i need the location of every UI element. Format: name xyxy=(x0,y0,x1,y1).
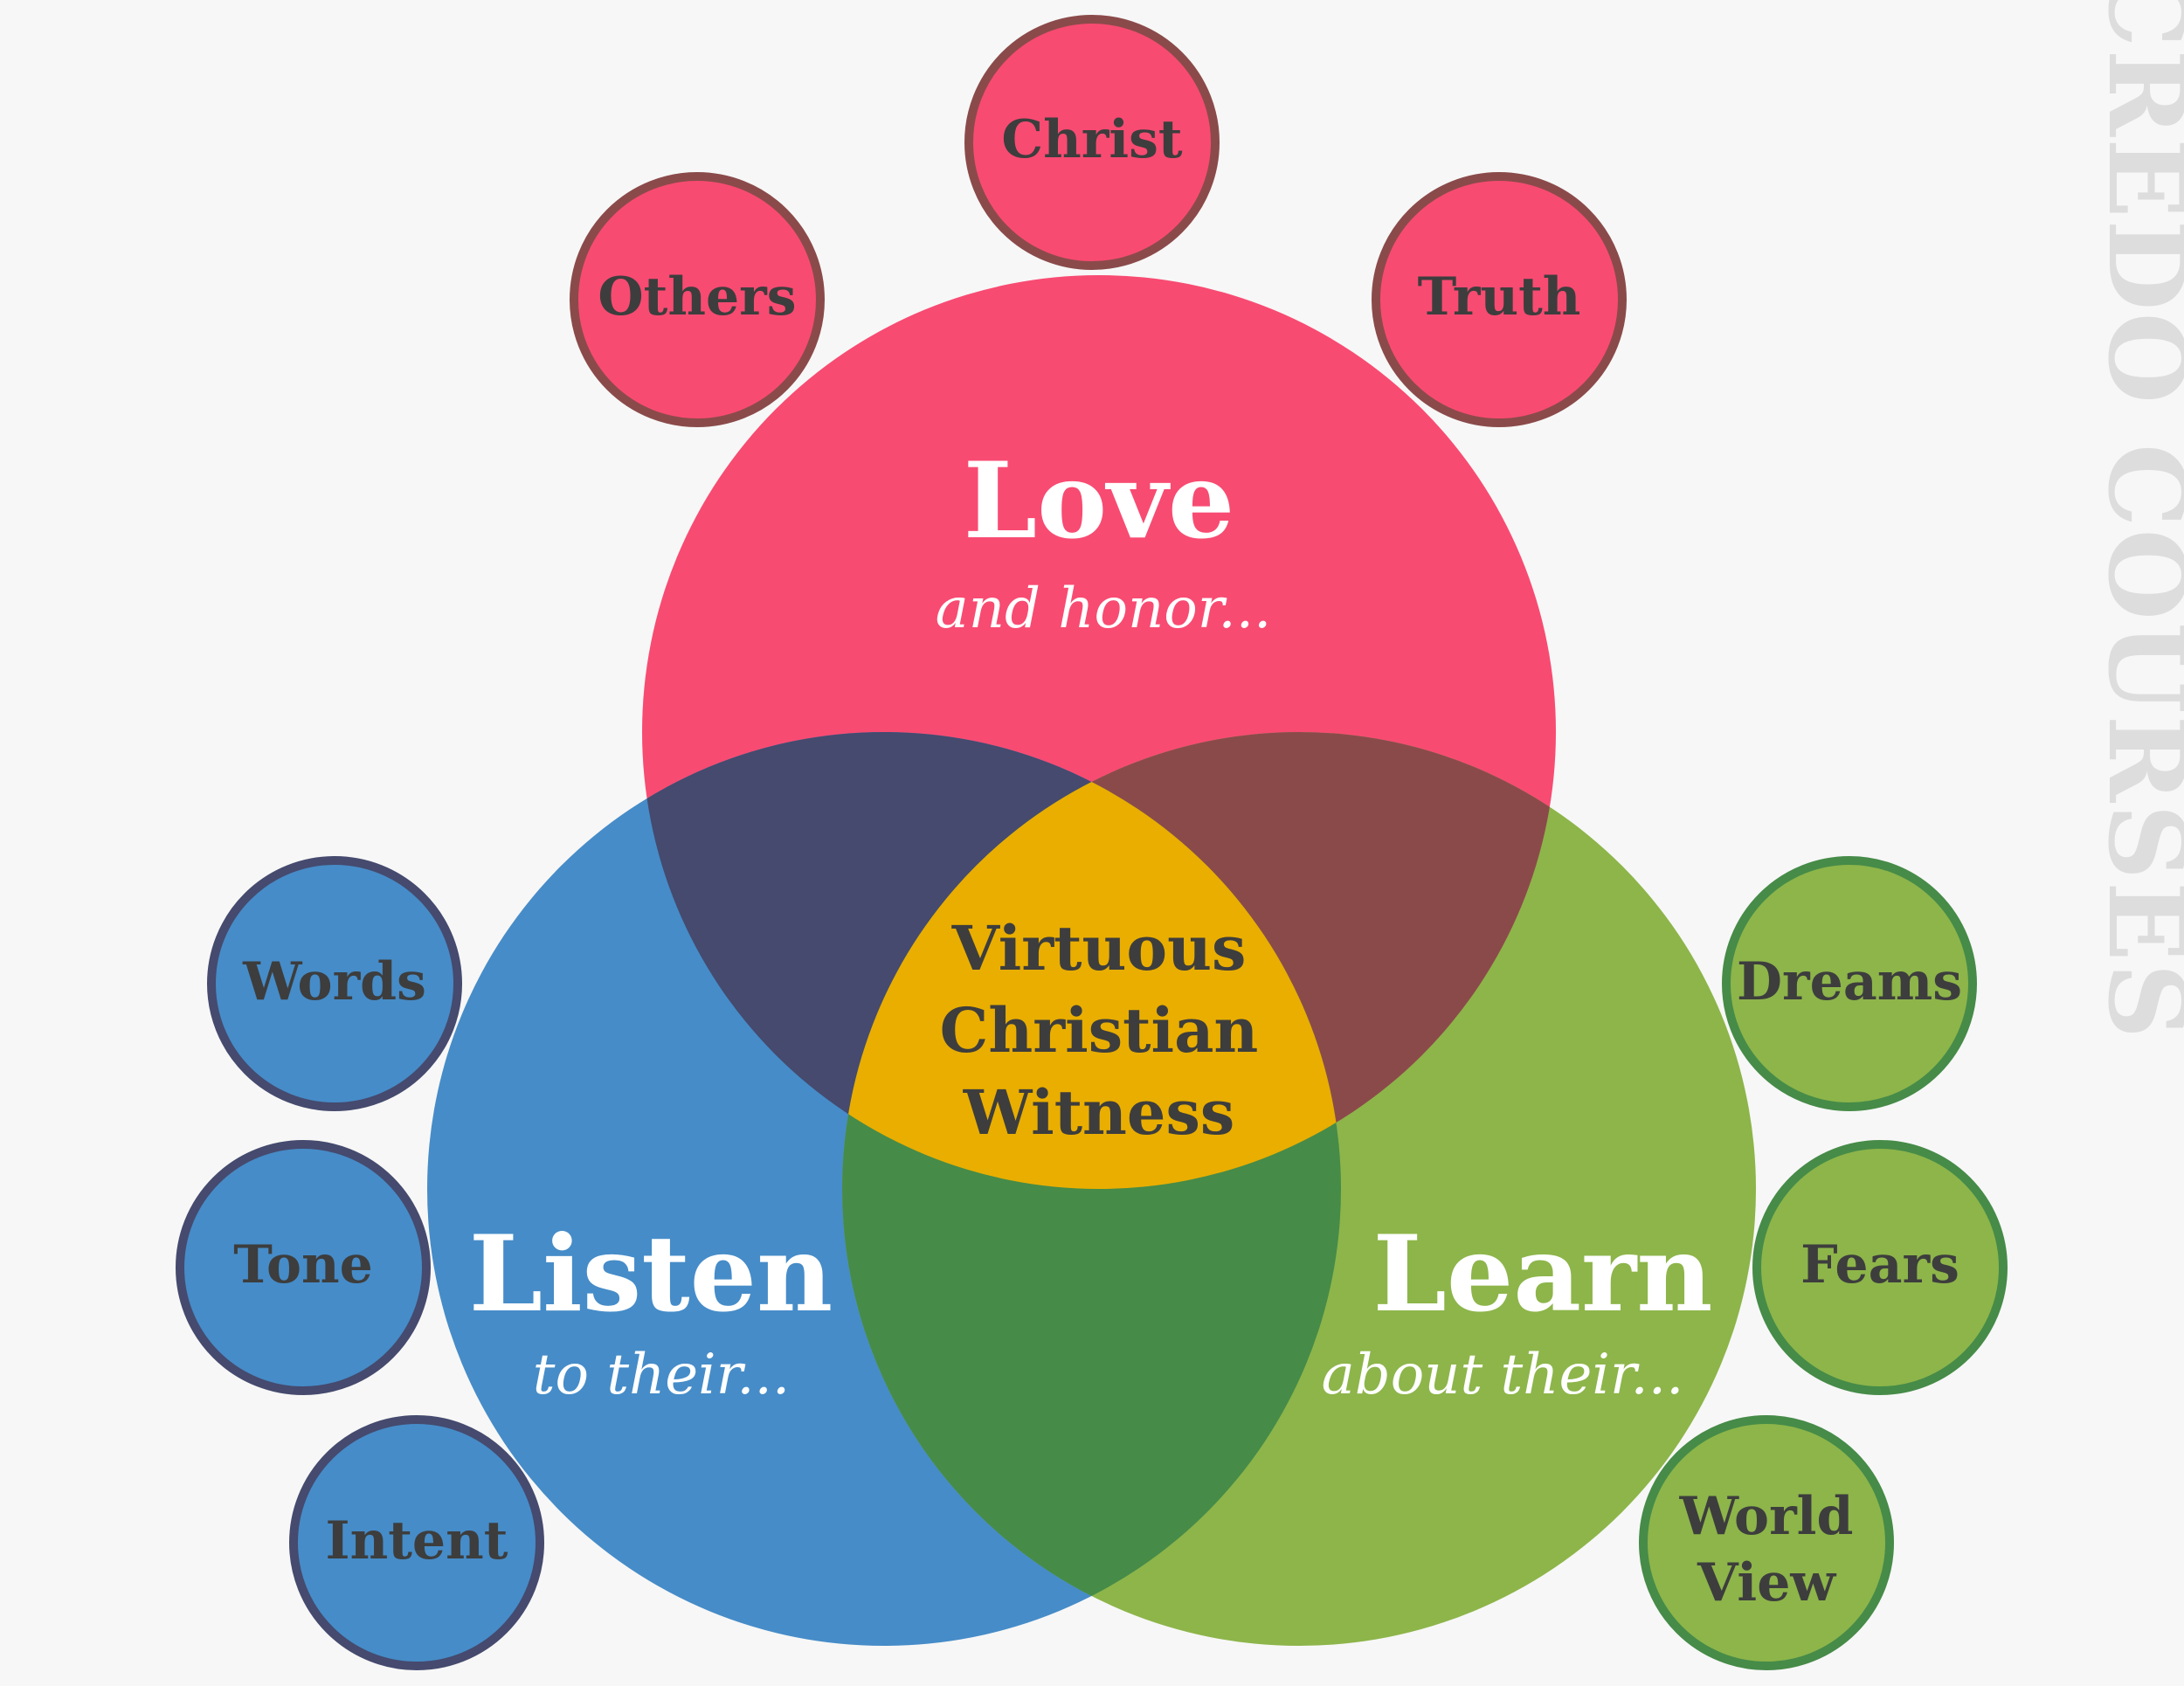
listen-item-words: Words xyxy=(242,951,426,1012)
learn-item-worldview-bubble xyxy=(1639,1415,1894,1670)
learn-subtitle: about their... xyxy=(1322,1343,1684,1407)
center-line-3: Witness xyxy=(963,1076,1235,1149)
listen-title: Listen xyxy=(469,1213,833,1336)
love-subtitle: and honor... xyxy=(936,577,1272,641)
credo-courses-watermark: CREDO COURSES xyxy=(2084,0,2184,1040)
listen-item-tone-bubble xyxy=(176,1140,431,1395)
listen-item-tone: Tone xyxy=(233,1234,373,1296)
center-line-1: Virtuous xyxy=(951,912,1247,985)
learn-item-fears: Fears xyxy=(1800,1234,1959,1296)
love-item-truth-bubble xyxy=(1372,172,1627,427)
love-item-others-bubble xyxy=(570,172,825,427)
center-line-2: Christian xyxy=(940,994,1259,1067)
listen-item-intent: Intent xyxy=(326,1510,508,1572)
love-title: Love xyxy=(964,439,1235,563)
love-item-christ: Christ xyxy=(1001,109,1183,170)
learn-item-fears-bubble xyxy=(1752,1140,2008,1395)
learn-title: Learn xyxy=(1373,1213,1713,1336)
listen-item-intent-bubble xyxy=(289,1415,544,1670)
love-item-others: Others xyxy=(598,266,796,328)
center-overlap xyxy=(842,732,1341,1189)
listen-item-words-bubble xyxy=(207,856,462,1111)
learn-item-dreams: Dreams xyxy=(1737,951,1962,1012)
love-item-christ-bubble xyxy=(964,15,1220,270)
love-item-truth: Truth xyxy=(1418,266,1581,328)
listen-subtitle: to their... xyxy=(533,1343,790,1407)
learn-item-dreams-bubble xyxy=(1722,856,1977,1111)
